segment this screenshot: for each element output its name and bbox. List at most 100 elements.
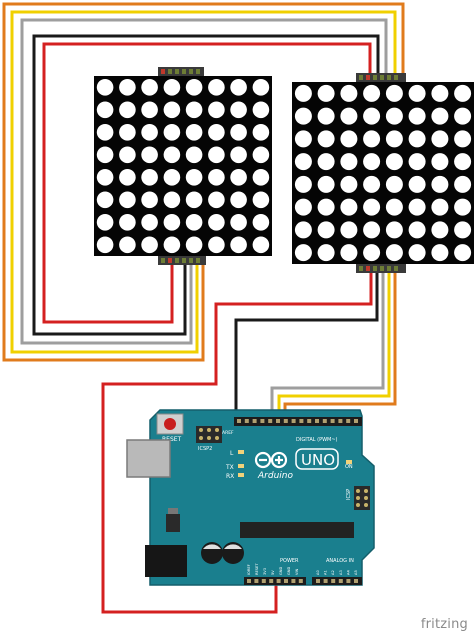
rx-led bbox=[238, 473, 244, 477]
led-dot bbox=[185, 79, 203, 96]
voltage-regulator bbox=[166, 508, 180, 532]
header-pin bbox=[356, 496, 360, 500]
led-dot bbox=[96, 236, 114, 254]
header-pin bbox=[338, 579, 343, 583]
header-pin bbox=[207, 436, 211, 440]
led-dot bbox=[385, 221, 403, 239]
led-grid-right bbox=[294, 84, 472, 262]
icsp-label: ICSP bbox=[346, 489, 352, 500]
pin-label: A2 bbox=[331, 570, 335, 575]
led-dot bbox=[431, 153, 449, 171]
led-dot bbox=[252, 191, 270, 209]
pin-label: GND bbox=[287, 567, 291, 575]
arduino-uno-board: RESET ICSP2 AREF DIGITAL (PWM~) L TX RX … bbox=[126, 409, 375, 586]
led-dot bbox=[340, 153, 358, 171]
led-dot bbox=[385, 107, 403, 125]
led-dot bbox=[208, 146, 225, 164]
led-dot bbox=[317, 198, 335, 216]
led-dot bbox=[96, 146, 114, 164]
led-dot bbox=[163, 236, 181, 254]
led-dot bbox=[141, 191, 158, 209]
led-dot bbox=[454, 175, 472, 193]
rx-led-label: RX bbox=[226, 473, 234, 480]
led-dot bbox=[431, 198, 449, 216]
pin-label: 5V bbox=[271, 570, 275, 575]
led-dot bbox=[208, 236, 225, 254]
pin-label: A5 bbox=[354, 570, 358, 575]
pin-label: 3V3 bbox=[263, 568, 267, 575]
led-dot bbox=[208, 124, 225, 141]
led-dot bbox=[363, 107, 381, 125]
led-dot bbox=[340, 221, 358, 239]
led-dot bbox=[340, 107, 358, 125]
header-pin bbox=[346, 419, 351, 423]
header-pin bbox=[354, 579, 358, 583]
led-dot bbox=[408, 221, 426, 239]
led-dot bbox=[230, 101, 247, 119]
led-dot bbox=[119, 214, 136, 231]
led-dot bbox=[340, 130, 358, 148]
led-dot bbox=[185, 124, 203, 141]
uno-badge bbox=[295, 448, 339, 470]
led-dot bbox=[252, 146, 270, 164]
header-pin bbox=[307, 419, 312, 423]
header-pins-top-left bbox=[158, 67, 204, 76]
header-pins-bottom-left bbox=[158, 256, 206, 265]
pin-label: RESET bbox=[255, 563, 259, 575]
atmega-chip bbox=[240, 522, 354, 538]
tx-led-label: TX bbox=[225, 464, 234, 471]
l-led bbox=[238, 450, 244, 454]
usb-connector bbox=[126, 439, 171, 478]
digital-header bbox=[234, 417, 362, 426]
led-dot bbox=[230, 236, 247, 254]
led-dot bbox=[317, 244, 335, 262]
led-dot bbox=[431, 221, 449, 239]
led-dot bbox=[96, 169, 114, 186]
wire-black-uno bbox=[234, 268, 379, 418]
led-dot bbox=[454, 130, 472, 148]
led-dot bbox=[385, 244, 403, 262]
led-dot bbox=[385, 175, 403, 193]
led-dot bbox=[96, 214, 114, 231]
led-dot bbox=[408, 153, 426, 171]
header-pin bbox=[276, 419, 280, 423]
header-pin bbox=[268, 419, 273, 423]
on-label: ON bbox=[345, 464, 353, 470]
led-dot bbox=[363, 244, 381, 262]
digital-label: DIGITAL (PWM~) bbox=[296, 437, 338, 443]
led-dot bbox=[340, 84, 358, 102]
led-dot bbox=[294, 107, 312, 125]
led-dot bbox=[294, 244, 312, 262]
led-dot bbox=[252, 236, 270, 254]
header-pin bbox=[247, 579, 251, 583]
power-jack bbox=[145, 545, 187, 577]
led-dot bbox=[185, 236, 203, 254]
led-dot bbox=[119, 124, 136, 141]
led-dot bbox=[431, 244, 449, 262]
analog-label: ANALOG IN bbox=[326, 558, 354, 564]
header-pins-bottom-right bbox=[356, 264, 406, 273]
led-dot bbox=[252, 124, 270, 141]
led-dot bbox=[385, 84, 403, 102]
pin-label: A3 bbox=[339, 570, 343, 575]
led-dot bbox=[141, 124, 158, 141]
led-dot bbox=[408, 175, 426, 193]
capacitor-2 bbox=[222, 542, 244, 564]
analog-header bbox=[312, 577, 362, 585]
header-pin bbox=[284, 579, 288, 583]
header-pin bbox=[207, 428, 211, 432]
led-dot bbox=[230, 191, 247, 209]
header-pin bbox=[291, 579, 296, 583]
led-dot bbox=[294, 221, 312, 239]
led-dot bbox=[185, 101, 203, 119]
led-dot bbox=[385, 130, 403, 148]
led-dot bbox=[119, 146, 136, 164]
led-dot bbox=[208, 214, 225, 231]
led-dot bbox=[185, 146, 203, 164]
model-label: UNO bbox=[301, 451, 335, 469]
led-dot bbox=[252, 101, 270, 119]
wire-red-uno bbox=[101, 268, 373, 614]
header-pins-top-right bbox=[356, 73, 406, 82]
reset-label: RESET bbox=[162, 436, 182, 443]
